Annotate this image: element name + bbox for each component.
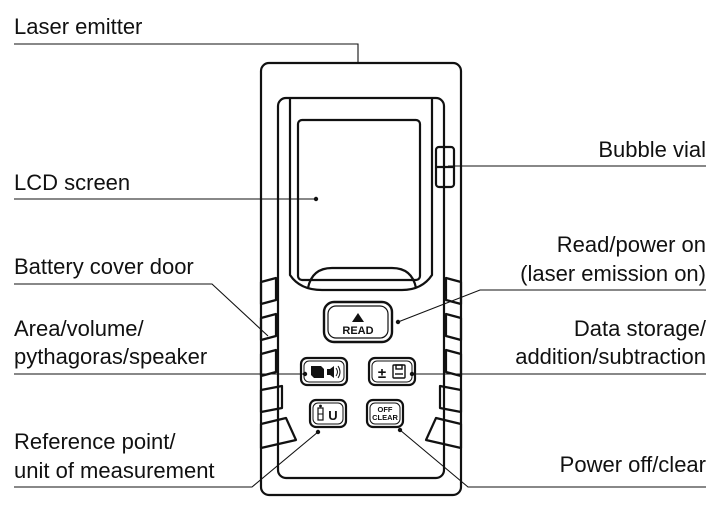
data-storage-button[interactable]: ± (367, 356, 417, 387)
label-lcd-screen: LCD screen (14, 170, 130, 195)
label-power-off: Power off/clear (560, 452, 706, 477)
label-area-volume-1: Area/volume/ (14, 316, 145, 341)
clear-label: CLEAR (372, 413, 398, 422)
label-data-storage-1: Data storage/ (574, 316, 707, 341)
cube-speaker-icon (311, 365, 341, 379)
label-read-power-1: Read/power on (557, 232, 706, 257)
memory-icon (392, 364, 406, 379)
leader-laser-emitter (14, 43, 359, 63)
device-outer-case (259, 61, 463, 497)
lcd-screen (296, 118, 422, 282)
leader-dots (302, 196, 415, 435)
left-grips (259, 276, 298, 450)
area-volume-button[interactable] (299, 356, 349, 387)
leader-reference-unit (14, 431, 319, 488)
up-triangle-icon (352, 313, 364, 322)
off-label: OFF (378, 405, 393, 414)
callout-labels: Laser emitter Bubble vial LCD screen Rea… (14, 14, 707, 483)
plus-minus-icon: ± (378, 365, 386, 382)
read-button[interactable]: READ (322, 300, 394, 344)
unit-label: U (328, 408, 337, 423)
label-bubble-vial: Bubble vial (598, 137, 706, 162)
leader-battery-cover (14, 283, 269, 337)
reference-unit-button[interactable]: U (308, 398, 348, 429)
right-grips (424, 276, 463, 450)
label-data-storage-2: addition/subtraction (515, 344, 706, 369)
power-off-clear-button[interactable]: OFF CLEAR (365, 398, 405, 429)
read-button-label: READ (342, 325, 373, 337)
leader-lines (14, 43, 706, 488)
label-laser-emitter: Laser emitter (14, 14, 142, 39)
screen-lower-arc (306, 266, 418, 289)
label-reference-1: Reference point/ (14, 429, 176, 454)
label-area-volume-2: pythagoras/speaker (14, 344, 207, 369)
screen-bezel (288, 98, 434, 292)
label-reference-2: unit of measurement (14, 458, 215, 483)
device-inner-frame (276, 96, 446, 480)
leader-read-power (397, 289, 706, 323)
label-battery-cover: Battery cover door (14, 254, 194, 279)
leader-power-off (399, 429, 706, 488)
label-read-power-2: (laser emission on) (520, 261, 706, 286)
reference-unit-icon (317, 404, 324, 421)
rangefinder-device (259, 61, 463, 497)
